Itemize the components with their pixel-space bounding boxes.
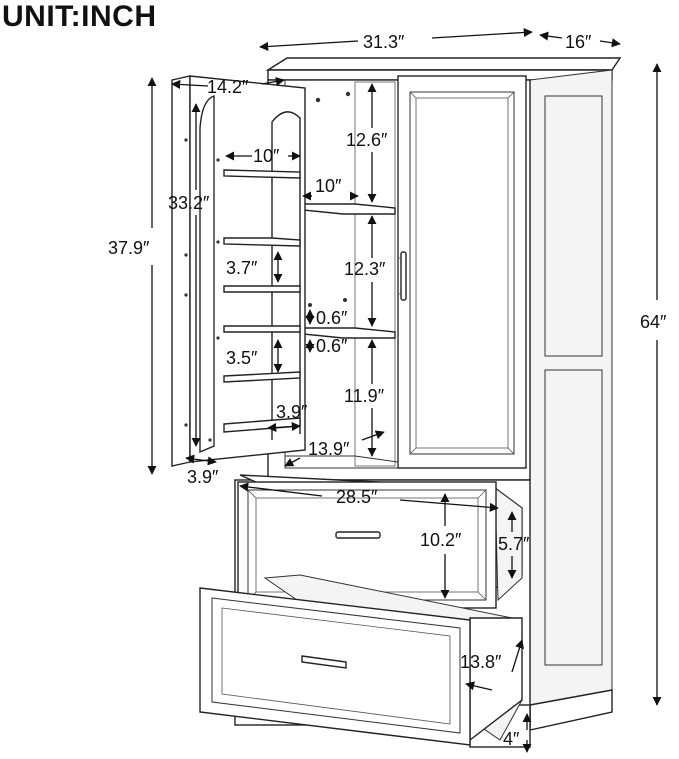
dim-rack-width: 10″ (253, 146, 280, 166)
dimension-labels: 31.3″ 16″ 64″ 14.2″ 37.9″ 33.2″ 10″ 10″ … (108, 32, 667, 749)
upper-drawer (237, 474, 523, 609)
dim-rack-gap-1: 3.7″ (226, 258, 258, 278)
dim-drawer-depth: 5.7″ (498, 534, 530, 554)
right-door (397, 75, 527, 469)
dim-inner-shelf-width: 10″ (315, 176, 342, 196)
dim-lower-drawer-depth: 13.8″ (460, 652, 502, 672)
dim-rack-gap-2: 3.5″ (226, 348, 258, 368)
dim-cabinet-height: 37.9″ (108, 238, 150, 258)
lower-drawer (199, 574, 523, 746)
dim-bottom-compartment: 11.9″ (344, 386, 385, 406)
dim-rack-depth: 3.9″ (276, 402, 308, 422)
dim-drawer-width: 28.5″ (336, 487, 378, 507)
dim-shelf-thickness-2: 0.6″ (316, 336, 348, 356)
unit-title: UNIT:INCH (2, 0, 157, 33)
dim-middle-compartment: 12.3″ (344, 259, 386, 279)
dim-depth: 16″ (565, 32, 592, 52)
dim-top-compartment: 12.6″ (346, 130, 388, 150)
dim-shelf-thickness-1: 0.6″ (316, 308, 348, 328)
dim-drawer-height: 10.2″ (420, 530, 462, 550)
dim-overall-width: 31.3″ (363, 32, 405, 52)
dim-door-width: 14.2″ (207, 77, 249, 97)
dim-inner-depth: 13.9″ (308, 439, 350, 459)
dim-overall-height: 64″ (640, 312, 667, 332)
dim-door-depth: 3.9″ (187, 467, 219, 487)
dim-base-height: 4″ (503, 729, 520, 749)
dim-rack-height: 33.2″ (168, 193, 210, 213)
dimension-lines (147, 27, 662, 753)
